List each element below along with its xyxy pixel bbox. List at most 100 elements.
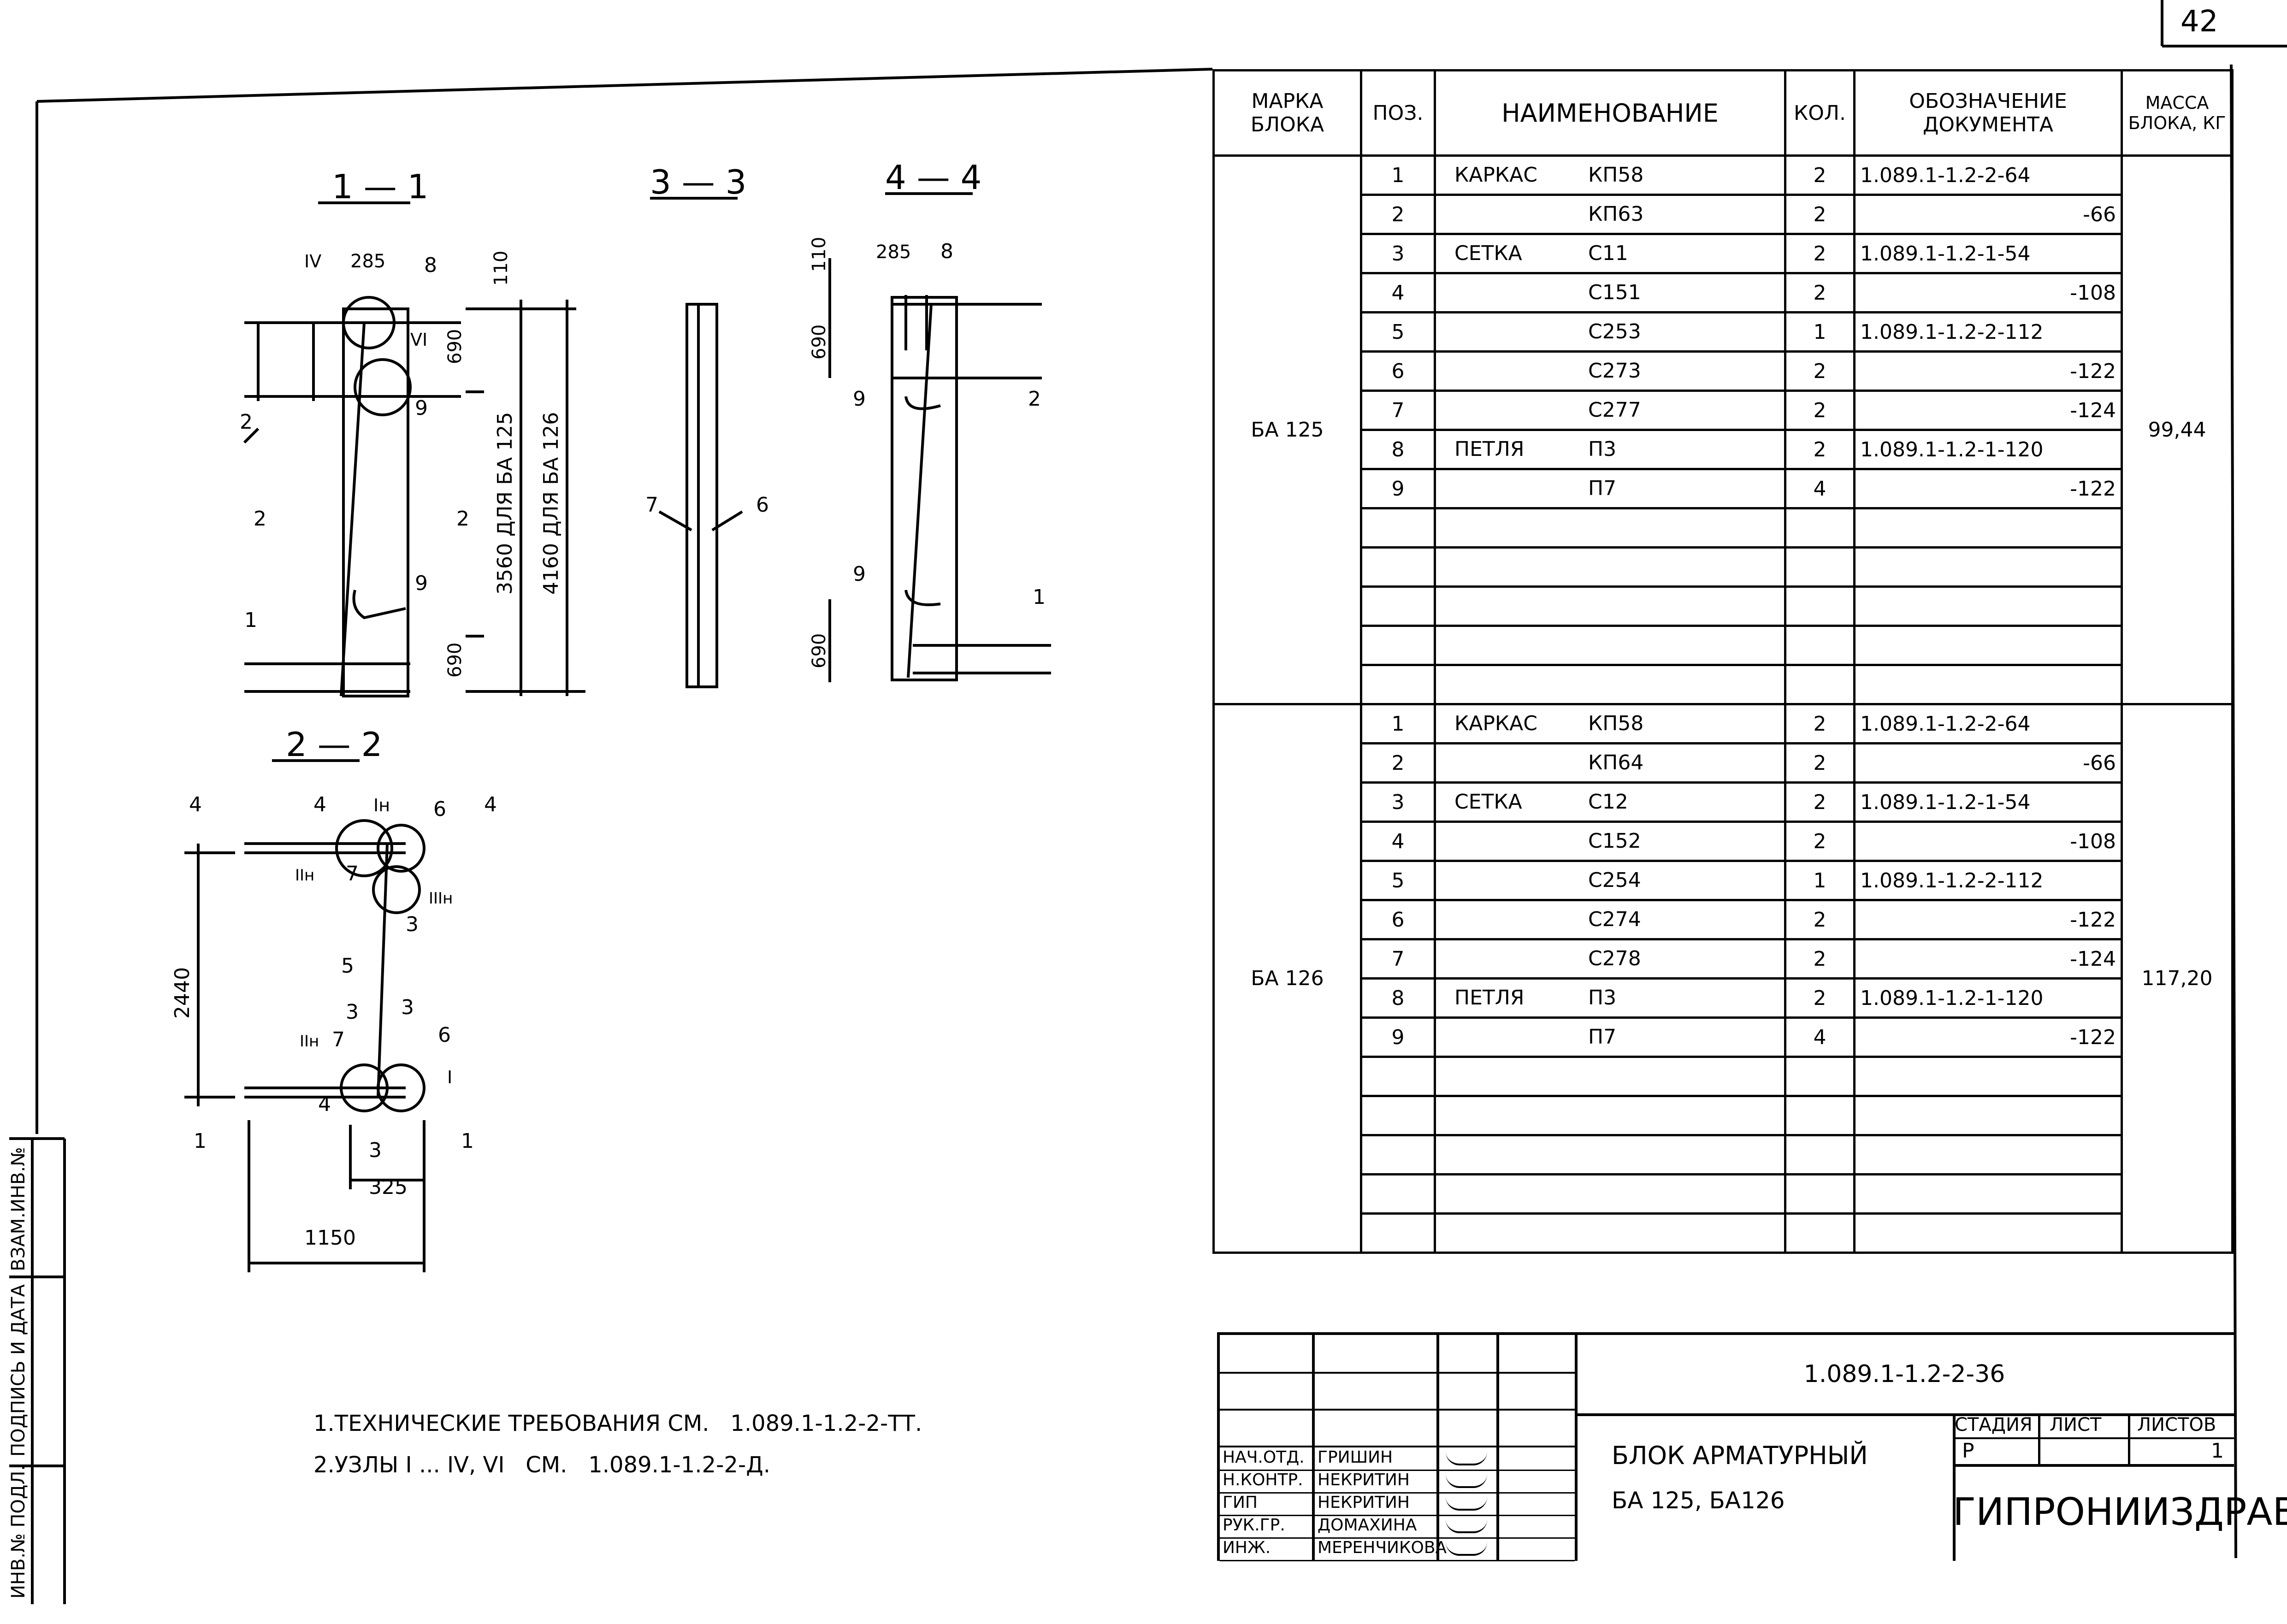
dim-690-d: 690: [809, 633, 830, 668]
doc-cell: 1.089.1-1.2-1-120: [1853, 429, 2123, 470]
staff-role: Н.КОНТР.: [1223, 1470, 1303, 1489]
empty-cell: [1360, 585, 1436, 627]
stage-value: Р: [1962, 1439, 1974, 1463]
item-mark: С11: [1588, 242, 1628, 265]
empty-cell: [1784, 625, 1856, 666]
item-type: СЕТКА: [1454, 242, 1522, 265]
node-IV: IV: [304, 251, 321, 272]
block-mass: 99,44: [2121, 154, 2234, 705]
node-IIn-b: IIн: [300, 1032, 319, 1051]
title-line-1: БЛОК АРМАТУРНЫЙ: [1612, 1441, 1868, 1470]
qty-cell: 2: [1784, 781, 1856, 823]
empty-cell: [1853, 507, 2123, 549]
header-mass: МАССА БЛОКА, КГ: [2121, 69, 2234, 157]
label-3-a: 3: [406, 913, 419, 936]
pos-cell: 9: [1360, 1016, 1436, 1058]
empty-cell: [1434, 1173, 1786, 1215]
section-title-4-4: 4 — 4: [885, 158, 981, 197]
dim-690-a: 690: [444, 329, 466, 364]
qty-cell: 2: [1784, 742, 1856, 784]
empty-cell: [1360, 546, 1436, 588]
doc-cell: -122: [1853, 899, 2123, 940]
empty-cell: [1434, 1134, 1786, 1175]
item-mark: С273: [1588, 359, 1641, 383]
doc-cell: -124: [1853, 938, 2123, 980]
pos-cell: 4: [1360, 821, 1436, 862]
item-type: КАРКАС: [1454, 712, 1537, 735]
item-mark: КП58: [1588, 163, 1644, 187]
qty-cell: 1: [1784, 860, 1856, 901]
dim-325: 325: [369, 1175, 408, 1199]
item-mark: П7: [1588, 477, 1617, 500]
name-cell: С151: [1434, 272, 1786, 313]
qty-cell: 2: [1784, 703, 1856, 744]
item-mark: П3: [1588, 986, 1617, 1010]
section-drawings: 1 — 1 3 — 3 4 — 4 2 — 2 285 285 110 110 …: [171, 158, 1051, 1272]
dim-4160: 4160 ДЛЯ БА 126: [539, 412, 563, 595]
empty-cell: [1360, 507, 1436, 549]
sheet-number: 42: [2181, 5, 2218, 39]
qty-cell: 2: [1784, 899, 1856, 940]
item-mark: КП58: [1588, 712, 1644, 735]
empty-cell: [1434, 1212, 1786, 1254]
pos-cell: 8: [1360, 977, 1436, 1019]
item-mark: КП64: [1588, 751, 1644, 774]
label-2-d: 2: [456, 507, 469, 531]
item-mark: С254: [1588, 868, 1641, 892]
label-4-b: 4: [313, 793, 326, 816]
empty-cell: [1434, 507, 1786, 549]
header-doc: ОБОЗНАЧЕНИЕ ДОКУМЕНТА: [1853, 69, 2123, 157]
empty-cell: [1853, 1212, 2123, 1254]
item-mark: С278: [1588, 947, 1641, 970]
name-cell: С277: [1434, 390, 1786, 431]
doc-cell: -122: [1853, 1016, 2123, 1058]
spec-row: [1214, 625, 2233, 666]
empty-cell: [1784, 1134, 1856, 1175]
pos-cell: 2: [1360, 194, 1436, 235]
signature-mark: [1446, 1497, 1487, 1511]
label-7-c: 7: [332, 1028, 345, 1051]
empty-cell: [1853, 664, 2123, 705]
item-mark: С151: [1588, 281, 1641, 304]
spec-row: [1214, 1056, 2233, 1097]
staff-role: НАЧ.ОТД.: [1223, 1448, 1305, 1467]
doc-cell: -66: [1853, 194, 2123, 235]
pos-cell: 3: [1360, 781, 1436, 823]
spec-row: [1214, 1173, 2233, 1215]
organization: ГИПРОНИИЗДРАВ: [1953, 1490, 2287, 1534]
item-mark: С277: [1588, 398, 1641, 422]
header-mark: МАРКА БЛОКА: [1212, 69, 1362, 157]
staff-name: НЕКРИТИН: [1318, 1493, 1410, 1512]
item-mark: С12: [1588, 790, 1628, 814]
node-VI: VI: [410, 330, 427, 350]
spec-row: [1214, 664, 2233, 705]
pos-cell: 5: [1360, 860, 1436, 901]
empty-cell: [1360, 625, 1436, 666]
label-4-d: 4: [318, 1093, 331, 1116]
qty-cell: 4: [1784, 468, 1856, 509]
signature-mark: [1446, 1452, 1487, 1465]
label-9-d: 9: [853, 562, 866, 586]
title-cell: БЛОК АРМАТУРНЫЙ БА 125, БА126: [1575, 1413, 1956, 1561]
pos-cell: 4: [1360, 272, 1436, 313]
name-cell: П7: [1434, 468, 1786, 509]
doc-cell: 1.089.1-1.2-1-120: [1853, 977, 2123, 1019]
staff-name: НЕКРИТИН: [1318, 1470, 1410, 1489]
doc-cell: 1.089.1-1.2-2-112: [1853, 311, 2123, 353]
empty-cell: [1853, 585, 2123, 627]
empty-cell: [1360, 1056, 1436, 1097]
doc-cell: -66: [1853, 742, 2123, 784]
qty-cell: 2: [1784, 977, 1856, 1019]
dim-2440: 2440: [171, 967, 194, 1019]
label-5: 5: [341, 954, 354, 978]
